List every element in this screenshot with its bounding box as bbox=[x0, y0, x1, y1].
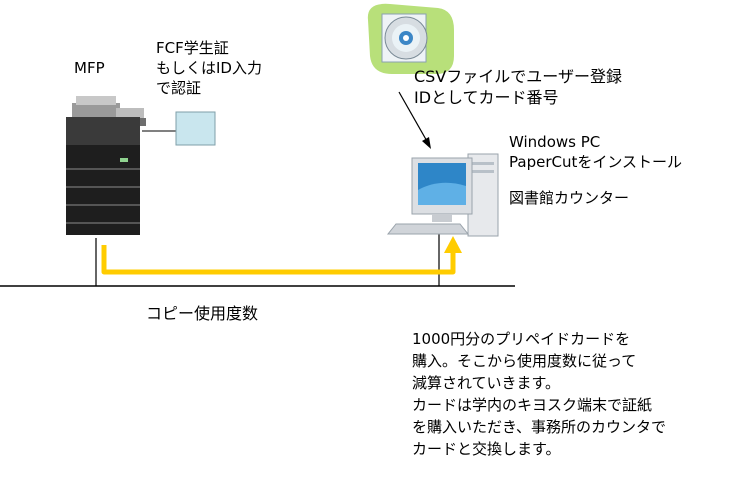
prepaid-note-line: カードと交換します。 bbox=[412, 440, 561, 458]
fcf-auth-line: もしくはID入力 bbox=[156, 59, 262, 77]
fcf-auth-line: で認証 bbox=[156, 79, 202, 97]
prepaid-note-line: カードは学内のキヨスク端末で証紙 bbox=[412, 396, 653, 414]
desktop-pc-icon bbox=[386, 153, 499, 237]
prepaid-note: 1000円分のプリペイドカードを 購入。そこから使用度数に従って 減算されていき… bbox=[412, 328, 666, 460]
copy-flow-arrow bbox=[101, 236, 462, 275]
card-reader-icon bbox=[142, 111, 216, 146]
fcf-auth-text: FCF学生証 もしくはID入力 で認証 bbox=[156, 38, 262, 98]
mfp-printer-icon bbox=[66, 96, 146, 235]
pc-os-label: Windows PC bbox=[509, 133, 601, 151]
copy-count-label: コピー使用度数 bbox=[146, 304, 259, 323]
csv-registration-line: CSVファイルでユーザー登録 bbox=[414, 67, 622, 86]
prepaid-note-line: を購入いただき、事務所のカウンタで bbox=[412, 418, 666, 436]
prepaid-note-line: 1000円分のプリペイドカードを bbox=[412, 330, 631, 348]
csv-pointer-arrowhead bbox=[422, 137, 431, 149]
mfp-label: MFP bbox=[74, 59, 105, 77]
fcf-auth-line: FCF学生証 bbox=[156, 39, 229, 57]
pc-info-text: Windows PC PaperCutをインストール 図書館カウンター bbox=[509, 132, 682, 208]
csv-registration-text: CSVファイルでユーザー登録 IDとしてカード番号 bbox=[414, 66, 622, 108]
prepaid-note-line: 購入。そこから使用度数に従って bbox=[412, 352, 637, 370]
csv-pointer-arrow bbox=[398, 91, 429, 144]
csv-registration-line: IDとしてカード番号 bbox=[414, 88, 559, 107]
pc-location-label: 図書館カウンター bbox=[509, 189, 630, 207]
prepaid-note-line: 減算されていきます。 bbox=[412, 374, 561, 392]
cd-disc-icon bbox=[367, 3, 454, 74]
pc-software-label: PaperCutをインストール bbox=[509, 153, 683, 171]
